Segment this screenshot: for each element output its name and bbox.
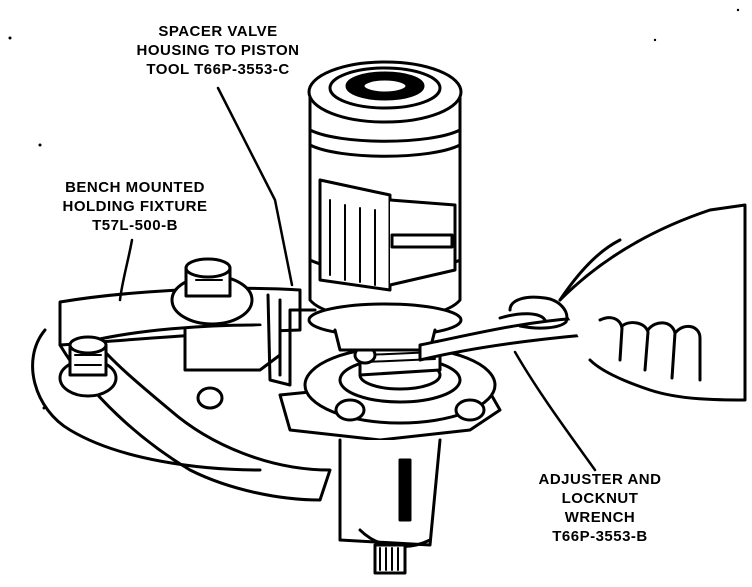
spacer-tool [307, 60, 463, 352]
leader-wrench [513, 350, 597, 472]
leader-spacer [216, 86, 294, 287]
label-fixture-line-3: T57L-500-B [92, 217, 178, 234]
label-adjuster-wrench: ADJUSTER AND LOCKNUT WRENCH T66P-3553-B [500, 470, 700, 546]
label-spacer-line-1: SPACER VALVE [158, 23, 278, 40]
label-wrench-line-2: LOCKNUT [561, 490, 639, 507]
label-spacer-line-3: TOOL T66P-3553-C [146, 61, 290, 78]
label-wrench-line-4: T66P-3553-B [552, 528, 648, 545]
label-spacer-tool: SPACER VALVE HOUSING TO PISTON TOOL T66P… [108, 22, 328, 79]
valve-housing [278, 343, 502, 575]
hand [508, 203, 747, 402]
label-fixture-line-1: BENCH MOUNTED [65, 179, 205, 196]
scan-specks [8, 8, 740, 410]
label-holding-fixture: BENCH MOUNTED HOLDING FIXTURE T57L-500-B [30, 178, 240, 235]
label-fixture-line-2: HOLDING FIXTURE [62, 198, 208, 215]
label-wrench-line-3: WRENCH [564, 509, 636, 526]
label-wrench-line-1: ADJUSTER AND [538, 471, 662, 488]
leader-lines [118, 86, 597, 472]
tool-bracket [266, 293, 317, 387]
fixture-bolt-top [170, 257, 254, 326]
leader-fixture [118, 238, 134, 302]
holding-fixture [31, 257, 332, 502]
fixture-bolt-left [58, 335, 118, 398]
label-spacer-line-2: HOUSING TO PISTON [136, 42, 300, 59]
